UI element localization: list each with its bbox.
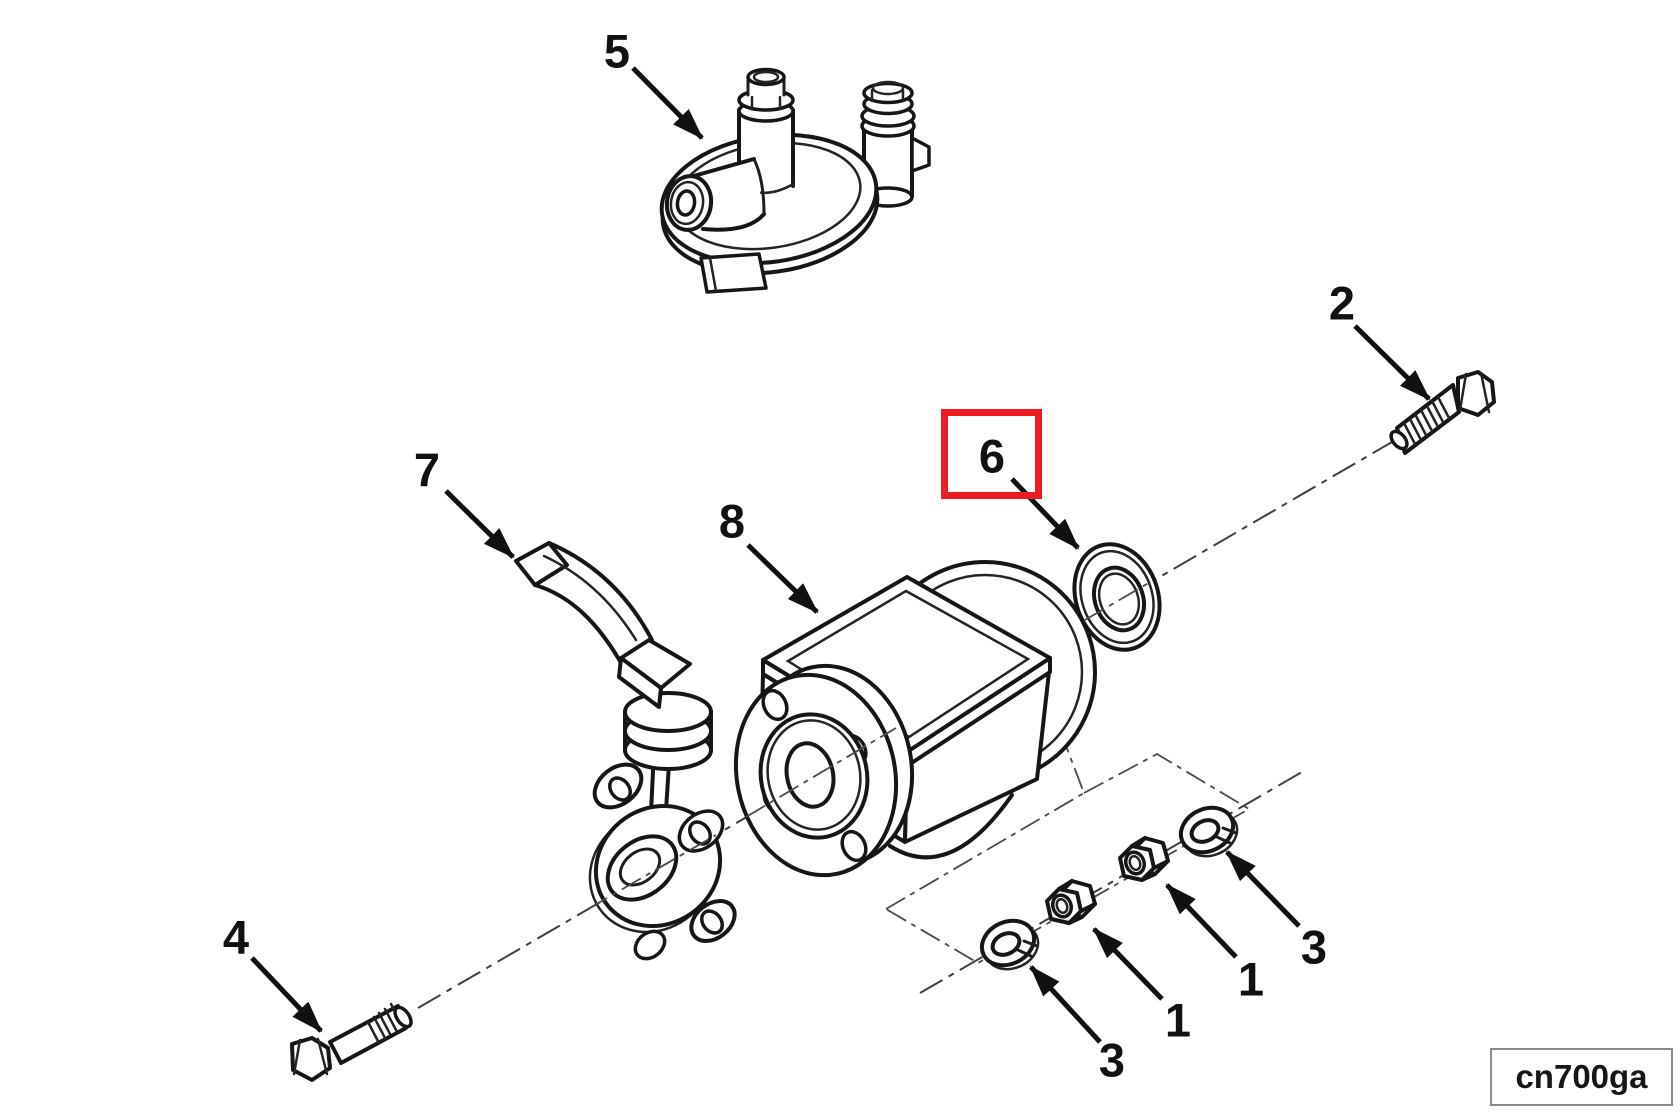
callout-4[interactable]: 4 bbox=[222, 910, 250, 964]
callout-3-upper[interactable]: 3 bbox=[1300, 920, 1328, 974]
callout-1-upper[interactable]: 1 bbox=[1237, 952, 1265, 1006]
butterfly-valve-drawing bbox=[514, 541, 737, 961]
valve-body-drawing bbox=[733, 560, 1097, 878]
figure-code-box: cn700ga bbox=[1490, 1048, 1673, 1106]
fasteners-drawing bbox=[979, 805, 1239, 971]
lock-washer-b bbox=[1178, 805, 1239, 858]
callout-8[interactable]: 8 bbox=[718, 494, 746, 548]
highlight-box[interactable] bbox=[941, 409, 1042, 499]
nut-b bbox=[1118, 836, 1170, 882]
callout-6[interactable]: 6 bbox=[978, 429, 1006, 483]
callout-3-lower[interactable]: 3 bbox=[1098, 1033, 1126, 1087]
callout-1-lower[interactable]: 1 bbox=[1164, 993, 1192, 1047]
regulator-drawing bbox=[659, 67, 931, 294]
centerline-overlays bbox=[587, 580, 1153, 910]
washer-drawing bbox=[1072, 542, 1162, 652]
nut-a bbox=[1045, 879, 1097, 925]
callout-7[interactable]: 7 bbox=[413, 443, 441, 497]
callout-2[interactable]: 2 bbox=[1328, 276, 1356, 330]
lower-bolt-drawing bbox=[290, 1002, 413, 1082]
figure-code: cn700ga bbox=[1515, 1058, 1648, 1095]
upper-bolt-drawing bbox=[1389, 370, 1496, 455]
callout-arrows bbox=[250, 66, 1431, 1044]
callout-5[interactable]: 5 bbox=[603, 24, 631, 78]
